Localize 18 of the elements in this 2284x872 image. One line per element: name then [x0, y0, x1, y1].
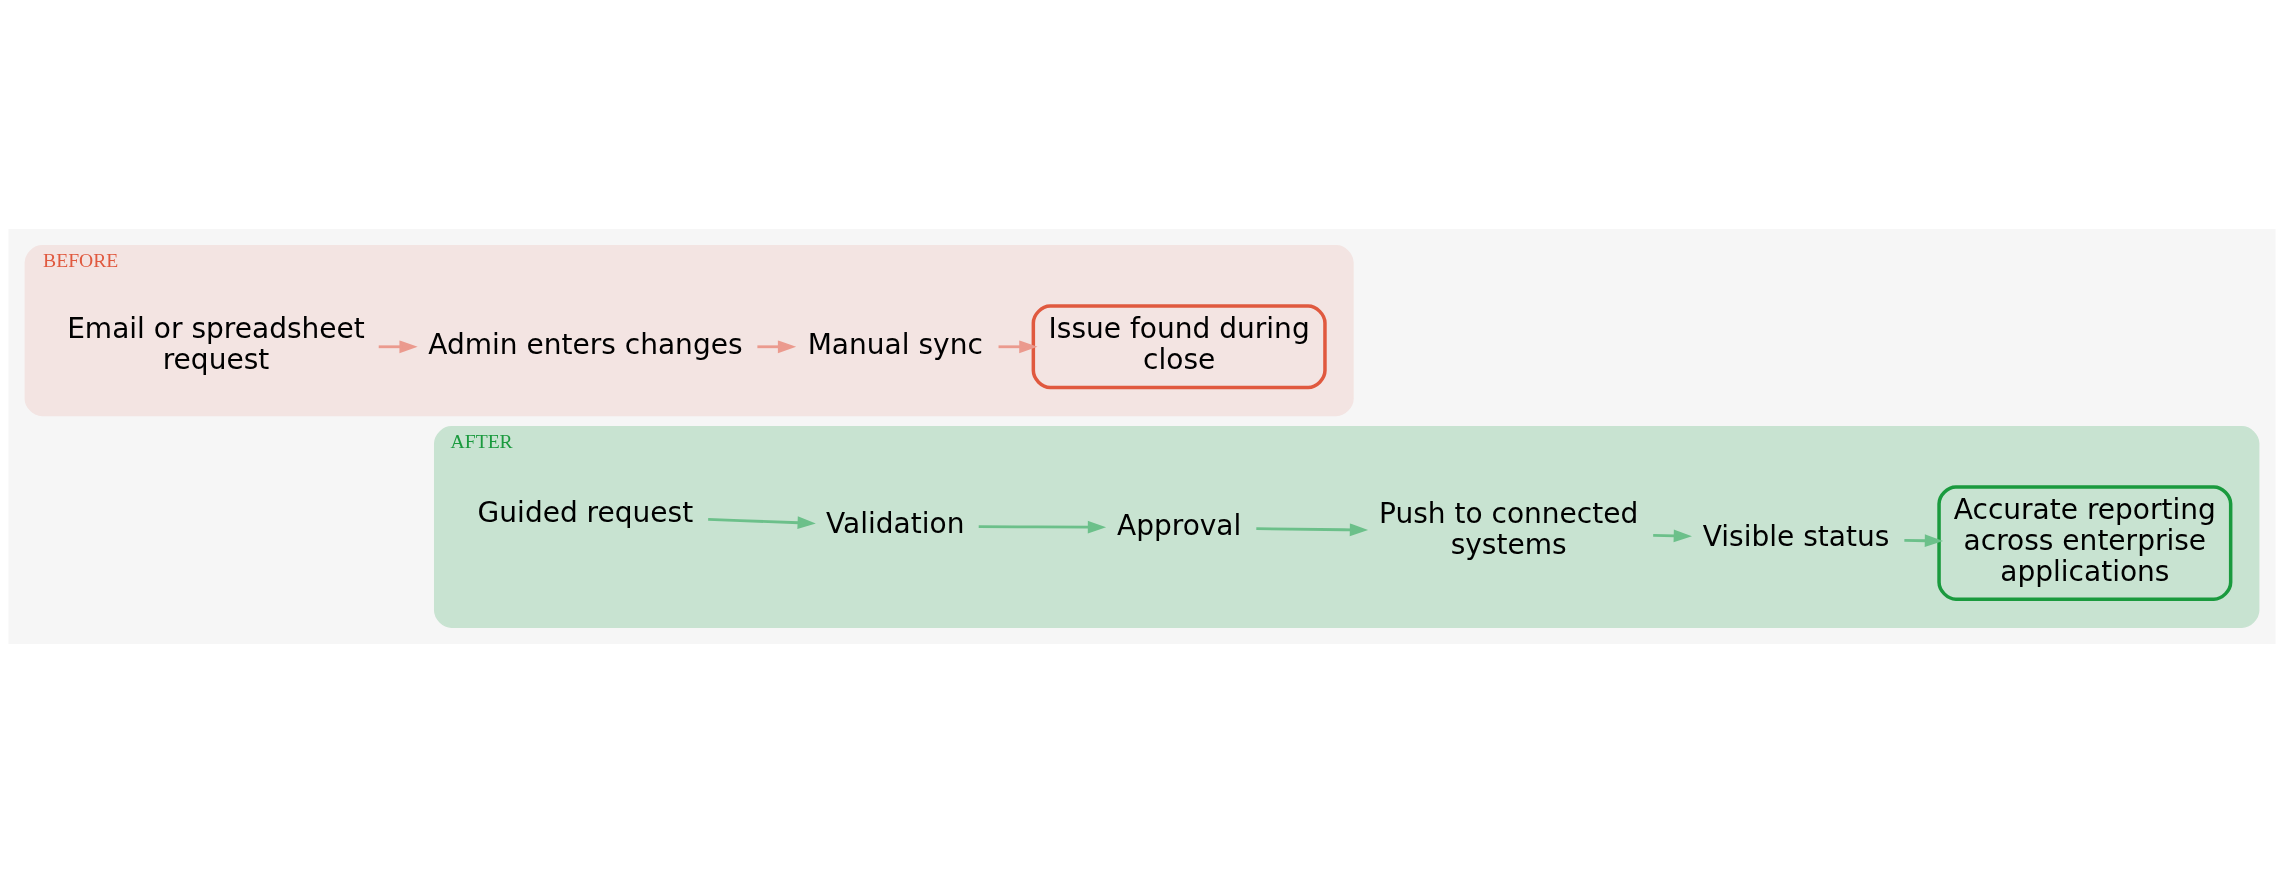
arrow [1904, 533, 1944, 547]
node-text: Push to connected systems [1378, 496, 1639, 561]
node-text: Approval [1116, 508, 1242, 542]
node-text: Email or spreadsheet request [67, 311, 365, 376]
node-box: Issue found during close [1031, 303, 1327, 389]
node-text: Admin enters changes [428, 327, 743, 361]
arrow [978, 520, 1107, 534]
arrow [1256, 522, 1369, 536]
node-text: Guided request [477, 495, 694, 529]
arrow [757, 339, 797, 353]
arrow [378, 339, 418, 353]
arrow [998, 339, 1038, 353]
arrow [708, 515, 816, 529]
node-text: Manual sync [807, 327, 983, 361]
node-text: Validation [826, 506, 965, 540]
arrow [1653, 529, 1692, 542]
node-box: Accurate reporting across enterprise applications [1937, 484, 2233, 601]
node-text: Visible status [1702, 519, 1890, 553]
